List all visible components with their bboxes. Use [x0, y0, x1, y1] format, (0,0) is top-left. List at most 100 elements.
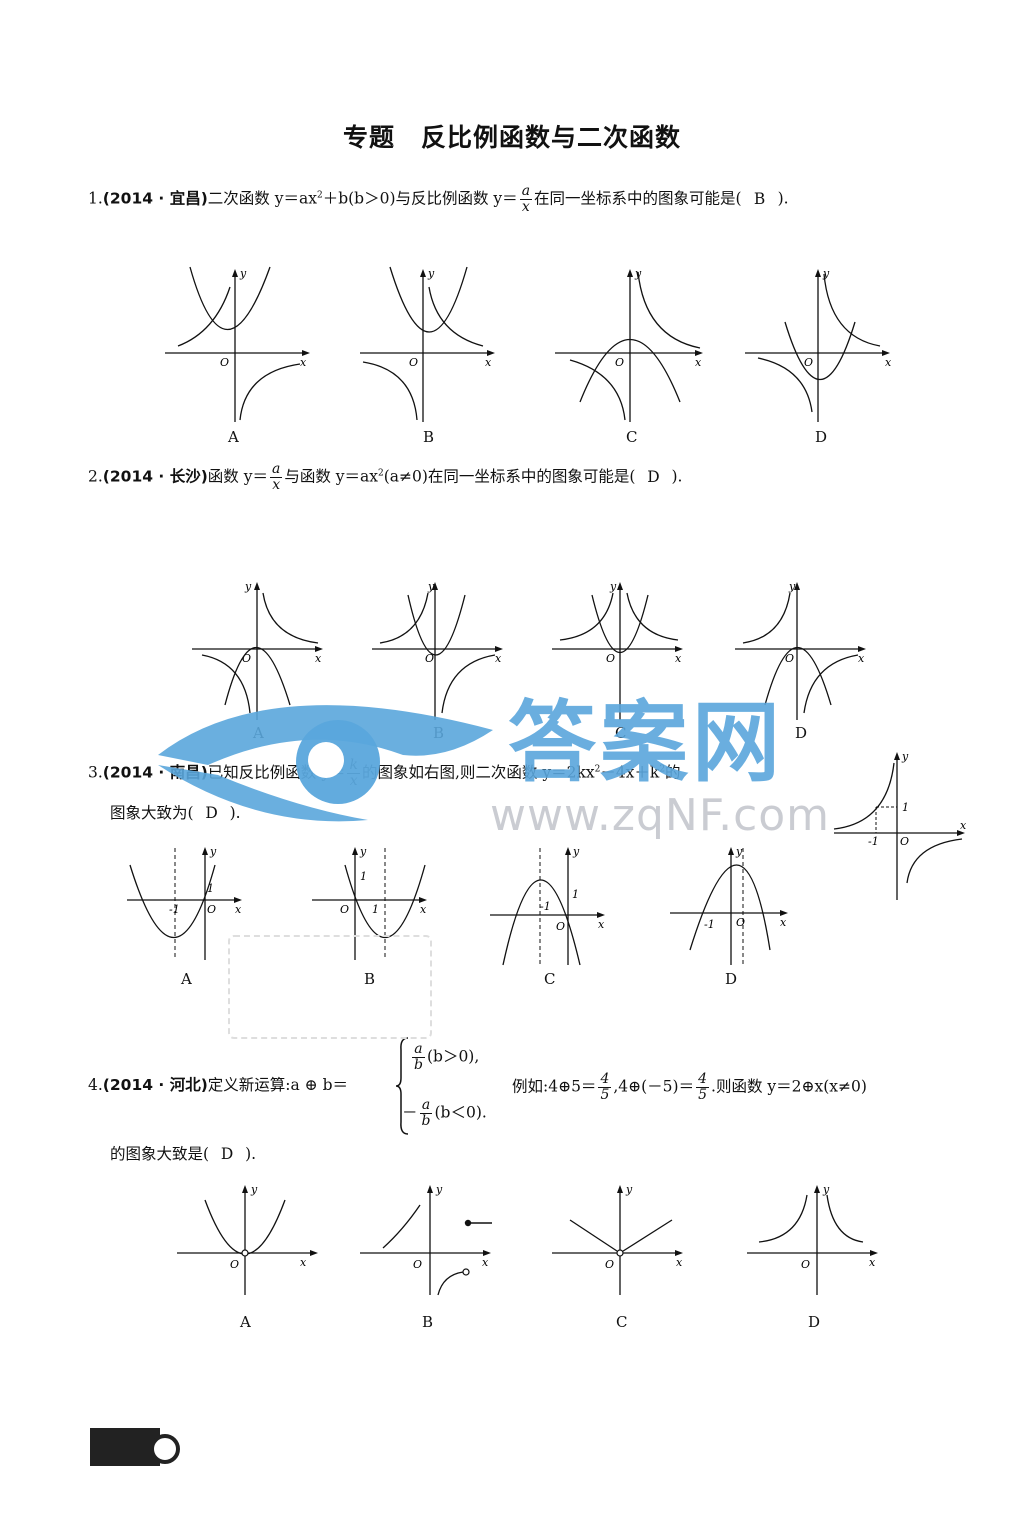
svg-text:x: x [780, 916, 787, 929]
svg-text:O: O [220, 356, 229, 369]
svg-text:-1: -1 [169, 903, 180, 916]
option-label-d: D [795, 724, 808, 742]
page-marker [90, 1428, 160, 1466]
option-label-a: A [228, 428, 239, 446]
svg-text:y: y [625, 1183, 633, 1196]
svg-text:1: 1 [572, 888, 579, 901]
svg-text:x: x [420, 903, 427, 916]
question-4: 4.(2014 · 河北)定义新运算:a ⊕ b＝ [88, 1074, 348, 1096]
svg-text:x: x [960, 819, 967, 832]
question-text: ,4⊕(－5)＝ [613, 1077, 695, 1096]
case-condition: (b＜0). [434, 1103, 487, 1122]
question-text: 图象大致为( [110, 804, 194, 822]
svg-text:y: y [822, 1183, 830, 1196]
svg-text:x: x [485, 356, 492, 369]
option-label-d: D [815, 428, 828, 446]
svg-text:O: O [606, 652, 615, 665]
option-label-b: B [423, 428, 435, 446]
svg-text:O: O [605, 1258, 614, 1271]
question-number: 2. [88, 467, 103, 486]
fraction-numerator: a [519, 183, 533, 200]
svg-text:O: O [242, 652, 251, 665]
answer: D [205, 804, 218, 822]
question-4-line-2: 的图象大致是(D). [110, 1143, 256, 1165]
question-number: 1. [88, 189, 103, 208]
svg-text:x: x [598, 918, 605, 931]
exponent: 2 [378, 468, 384, 479]
svg-text:1: 1 [902, 801, 909, 814]
option-label-b: B [422, 1313, 434, 1331]
svg-text:1: 1 [207, 882, 214, 895]
fraction-numerator: 4 [598, 1071, 612, 1088]
answer: D [647, 467, 660, 486]
svg-text:y: y [427, 580, 435, 593]
svg-text:y: y [244, 580, 252, 593]
question-3-line-2: 图象大致为(D). [110, 802, 241, 824]
svg-text:O: O [556, 920, 565, 933]
svg-text:x: x [300, 356, 307, 369]
option-label-c: C [615, 724, 627, 742]
svg-text:O: O [425, 652, 434, 665]
question-text: 二次函数 y＝ax [207, 189, 317, 208]
fraction-numerator: a [412, 1042, 425, 1058]
option-label-c: C [626, 428, 638, 446]
svg-text:x: x [695, 356, 702, 369]
svg-text:y: y [250, 1183, 258, 1196]
exponent: 2 [659, 764, 666, 775]
minus-sign: － [402, 1103, 418, 1122]
piecewise-brace [395, 1036, 410, 1140]
page-marker-circle-icon [150, 1434, 180, 1464]
svg-text:x: x [315, 652, 322, 665]
svg-text:y: y [435, 1183, 443, 1196]
svg-text:-1: -1 [704, 918, 715, 931]
svg-text:y: y [209, 845, 217, 858]
fraction-denominator: x [521, 199, 530, 215]
svg-text:O: O [409, 356, 418, 369]
svg-text:x: x [482, 1256, 489, 1269]
option-label-b: B [364, 970, 376, 988]
svg-text:x: x [858, 652, 865, 665]
question-1: 1.(2014 · 宜昌)二次函数 y＝ax2＋b(b＞0)与反比例函数 y＝a… [88, 184, 789, 215]
svg-text:y: y [359, 845, 367, 858]
fraction-numerator: a [269, 461, 283, 478]
watermark-logo-text: 答案网 [508, 691, 785, 794]
question-text: ). [671, 467, 683, 486]
svg-text:O: O [801, 1258, 810, 1271]
case-condition: (b＞0), [426, 1047, 480, 1066]
svg-text:-1: -1 [540, 900, 551, 913]
exponent: 2 [594, 764, 601, 775]
fraction-denominator: x [272, 477, 281, 493]
question-number: 3. [88, 763, 103, 782]
question-text: 的图象如右图,则二次函数 y＝2kx [361, 763, 595, 782]
svg-text:y: y [901, 750, 909, 763]
fraction-denominator: 5 [698, 1087, 708, 1103]
question-text: 的 [665, 763, 681, 782]
option-label-c: C [616, 1313, 628, 1331]
svg-text:x: x [676, 1256, 683, 1269]
svg-text:y: y [239, 267, 247, 280]
question-text: 例如:4⊕5＝ [512, 1077, 597, 1096]
svg-text:y: y [572, 845, 580, 858]
question-source: (2014 · 宜昌) [102, 189, 208, 208]
question-text: ). [245, 1145, 257, 1163]
question-text: －4x＋k [600, 763, 660, 782]
svg-text:x: x [675, 652, 682, 665]
